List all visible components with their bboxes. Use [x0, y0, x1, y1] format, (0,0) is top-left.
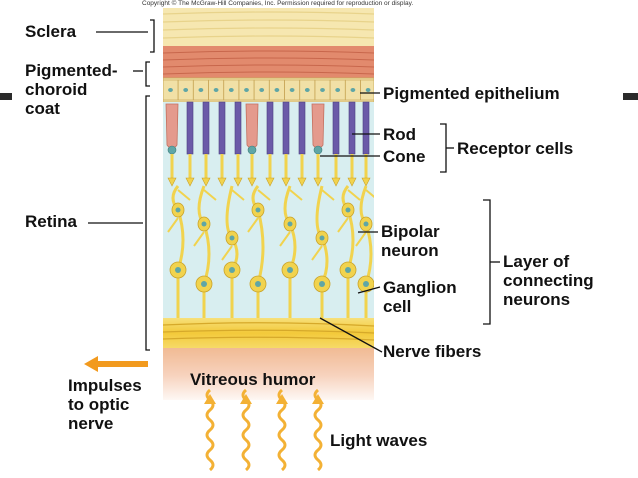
cone-nucleus — [247, 145, 257, 155]
epithelium-nucleus — [213, 88, 219, 92]
epithelium-nucleus — [335, 88, 341, 92]
neuron-branch — [355, 189, 374, 247]
synaptic-terminal — [281, 177, 291, 187]
synaptic-terminal — [201, 177, 211, 187]
label-layer-connecting-neurons: Layer of connecting neurons — [503, 252, 594, 309]
rod-cell — [348, 101, 356, 155]
epithelium-nucleus — [350, 88, 356, 92]
cone-cell — [245, 103, 259, 149]
synaptic-terminal — [217, 177, 227, 187]
synaptic-terminal — [167, 177, 177, 187]
label-choroid: Pigmented- choroid coat — [25, 61, 118, 118]
pigmented-epithelium-layer — [163, 77, 374, 103]
label-ganglion-cell: Ganglion cell — [383, 278, 457, 316]
cone-nucleus — [167, 145, 177, 155]
bipolar-nucleus — [255, 207, 261, 213]
slide-bar-right — [623, 93, 638, 100]
bipolar-nucleus — [201, 221, 207, 227]
leader-lines — [88, 19, 500, 353]
ganglion-nucleus — [201, 281, 207, 287]
epithelium-nucleus — [289, 88, 295, 92]
epithelium-nucleus — [259, 88, 265, 92]
neuron-branch — [193, 189, 217, 247]
label-retina: Retina — [25, 212, 77, 231]
label-nerve-fibers: Nerve fibers — [383, 342, 482, 361]
rod-cell — [234, 101, 242, 155]
light-wave-arrowhead — [204, 394, 216, 404]
ganglion-nucleus — [175, 267, 181, 273]
rod-cell — [202, 101, 210, 155]
sclera-layer — [163, 8, 374, 46]
rod-cell — [282, 101, 290, 155]
light-wave-arrowhead — [276, 394, 288, 404]
label-impulses: Impulses to optic nerve — [68, 376, 142, 433]
synaptic-terminal — [247, 177, 257, 187]
epithelium-cell — [360, 79, 374, 101]
label-cone: Cone — [383, 147, 426, 166]
cone-nucleus — [313, 145, 323, 155]
neuron-branch — [337, 189, 361, 233]
ganglion-nucleus — [363, 281, 369, 287]
light-wave-arrowhead — [312, 394, 324, 404]
epithelium-nucleus — [320, 88, 325, 92]
epithelium-nucleus — [274, 88, 280, 92]
light-wave-arrowhead — [240, 394, 252, 404]
ganglion-nucleus — [345, 267, 351, 273]
rod-cell — [266, 101, 274, 155]
impulses-arrow — [84, 356, 148, 372]
rod-cell — [298, 101, 306, 155]
epithelium-nucleus — [228, 88, 234, 92]
bipolar-nucleus — [345, 207, 351, 213]
neuron-branch — [247, 189, 271, 233]
synaptic-terminal — [297, 177, 307, 187]
synaptic-terminal — [185, 177, 195, 187]
rod-cell — [218, 101, 226, 155]
label-light-waves: Light waves — [330, 431, 428, 450]
bipolar-nucleus — [175, 207, 181, 213]
synaptic-terminal — [347, 177, 357, 187]
ganglion-nucleus — [229, 267, 235, 273]
synaptic-terminal — [361, 177, 371, 187]
ganglion-nucleus — [287, 267, 293, 273]
ganglion-nucleus — [319, 281, 325, 287]
rod-cell — [186, 101, 194, 155]
bipolar-nucleus — [363, 221, 369, 227]
label-bipolar-neuron: Bipolar neuron — [381, 222, 440, 260]
rod-cell — [362, 101, 370, 155]
cone-cell — [311, 103, 325, 149]
slide-bar-left — [0, 93, 12, 100]
label-vitreous-humor: Vitreous humor — [190, 370, 316, 389]
epithelium-nucleus — [365, 88, 371, 92]
epithelium-nucleus — [244, 88, 249, 92]
copyright-notice: Copyright © The McGraw-Hill Companies, I… — [142, 0, 414, 7]
neuron-branch — [167, 189, 191, 233]
epithelium-nucleus — [304, 88, 310, 92]
label-pigmented-epithelium: Pigmented epithelium — [383, 84, 560, 103]
bipolar-nucleus — [229, 235, 235, 241]
neuron-branch — [279, 189, 303, 247]
epithelium-nucleus — [168, 88, 173, 92]
epithelium-nucleus — [183, 88, 189, 92]
synaptic-terminal — [313, 177, 323, 187]
label-receptor-cells: Receptor cells — [457, 139, 574, 158]
synaptic-terminal — [265, 177, 275, 187]
cone-cell — [165, 103, 179, 149]
synaptic-terminal — [331, 177, 341, 187]
label-sclera: Sclera — [25, 22, 77, 41]
neuron-branch — [221, 189, 245, 261]
label-rod: Rod — [383, 125, 417, 144]
neuron-branch — [311, 189, 335, 261]
synaptic-terminal — [233, 177, 243, 187]
vitreous-humor-region — [163, 345, 374, 400]
epithelium-nucleus — [198, 88, 204, 92]
bipolar-nucleus — [319, 235, 325, 241]
rod-cell — [332, 101, 340, 155]
ganglion-nucleus — [255, 281, 261, 287]
bipolar-nucleus — [287, 221, 293, 227]
